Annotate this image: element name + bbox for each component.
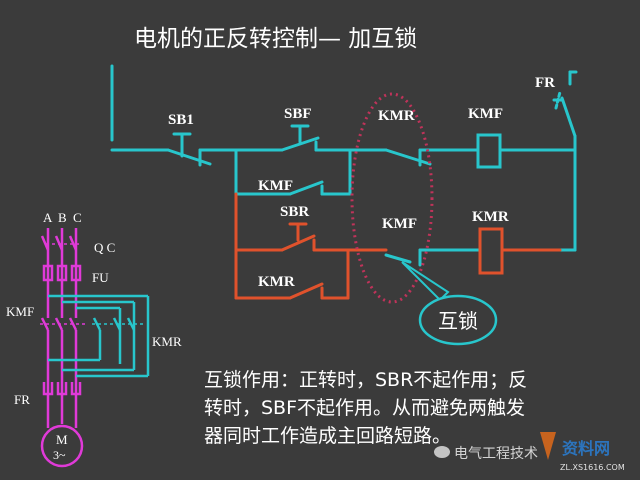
sbf-switch (280, 124, 320, 152)
kmf-main-label: KMF (6, 304, 34, 319)
kmf-hold-contact (288, 180, 324, 196)
kmf-coil (476, 133, 502, 169)
kmr-coil-label: KMR (472, 209, 509, 225)
kmr-hold-contact (288, 282, 324, 300)
note-line-1: 互锁作用：正转时，SBR不起作用；反 (204, 369, 527, 391)
kmf-hold-label: KMF (258, 178, 293, 194)
note-line-2: 转时，SBF不起作用。从而避免两触发 (204, 397, 525, 419)
note-line-3: 器同时工作造成主回路短路。 (204, 425, 451, 447)
kmr-main-label: KMR (152, 334, 182, 349)
callout-pointer (401, 261, 450, 302)
kmf-interlock-label: KMF (382, 216, 417, 232)
fr-element-b (56, 382, 68, 396)
fu-label: FU (92, 270, 109, 285)
phase-a-label: A (43, 210, 53, 225)
sbr-label: SBR (280, 204, 309, 220)
kmr-contact-label: KMR (378, 108, 415, 124)
kmr-coil (478, 227, 504, 275)
kmf-coil-label: KMF (468, 106, 503, 122)
page-title: 电机的正反转控制— 加互锁 (134, 26, 417, 52)
fr-element-c (70, 382, 82, 396)
sbr-switch (280, 222, 316, 252)
qc-label: Q C (94, 240, 115, 255)
phase-b-label: B (58, 210, 67, 225)
watermark-logo-icon (540, 432, 556, 460)
reverse-branch (234, 192, 562, 300)
watermark: 电气工程技术 资料网 ZL.XS1616.COM (434, 432, 625, 472)
sb1-switch (166, 132, 212, 167)
interlock-callout-text: 互锁 (438, 309, 478, 333)
fr-contact (552, 70, 578, 152)
watermark-logo-url: ZL.XS1616.COM (560, 463, 625, 472)
interlock-highlight-ring (350, 92, 434, 304)
fr-label: FR (535, 75, 555, 91)
watermark-logo-text: 资料网 (562, 439, 610, 458)
motor-phase-label: 3~ (53, 448, 66, 462)
phase-c-label: C (73, 210, 82, 225)
sb1-label: SB1 (168, 112, 194, 128)
fr-main-label: FR (14, 392, 30, 407)
watermark-brand: 电气工程技术 (454, 446, 538, 462)
kmr-hold-label: KMR (258, 274, 295, 290)
kmr-reverse-branch (48, 294, 150, 378)
fr-element-a (42, 382, 54, 396)
motor-m-label: M (56, 432, 68, 447)
main-circuit (40, 228, 86, 428)
sbf-label: SBF (284, 106, 312, 122)
wechat-icon (434, 446, 450, 458)
kmr-interlock-contact (384, 148, 432, 167)
control-circuit (110, 64, 578, 267)
interlock-callout-bubble (418, 294, 498, 346)
motor-symbol (40, 424, 84, 468)
kmf-interlock-contact (384, 248, 422, 267)
